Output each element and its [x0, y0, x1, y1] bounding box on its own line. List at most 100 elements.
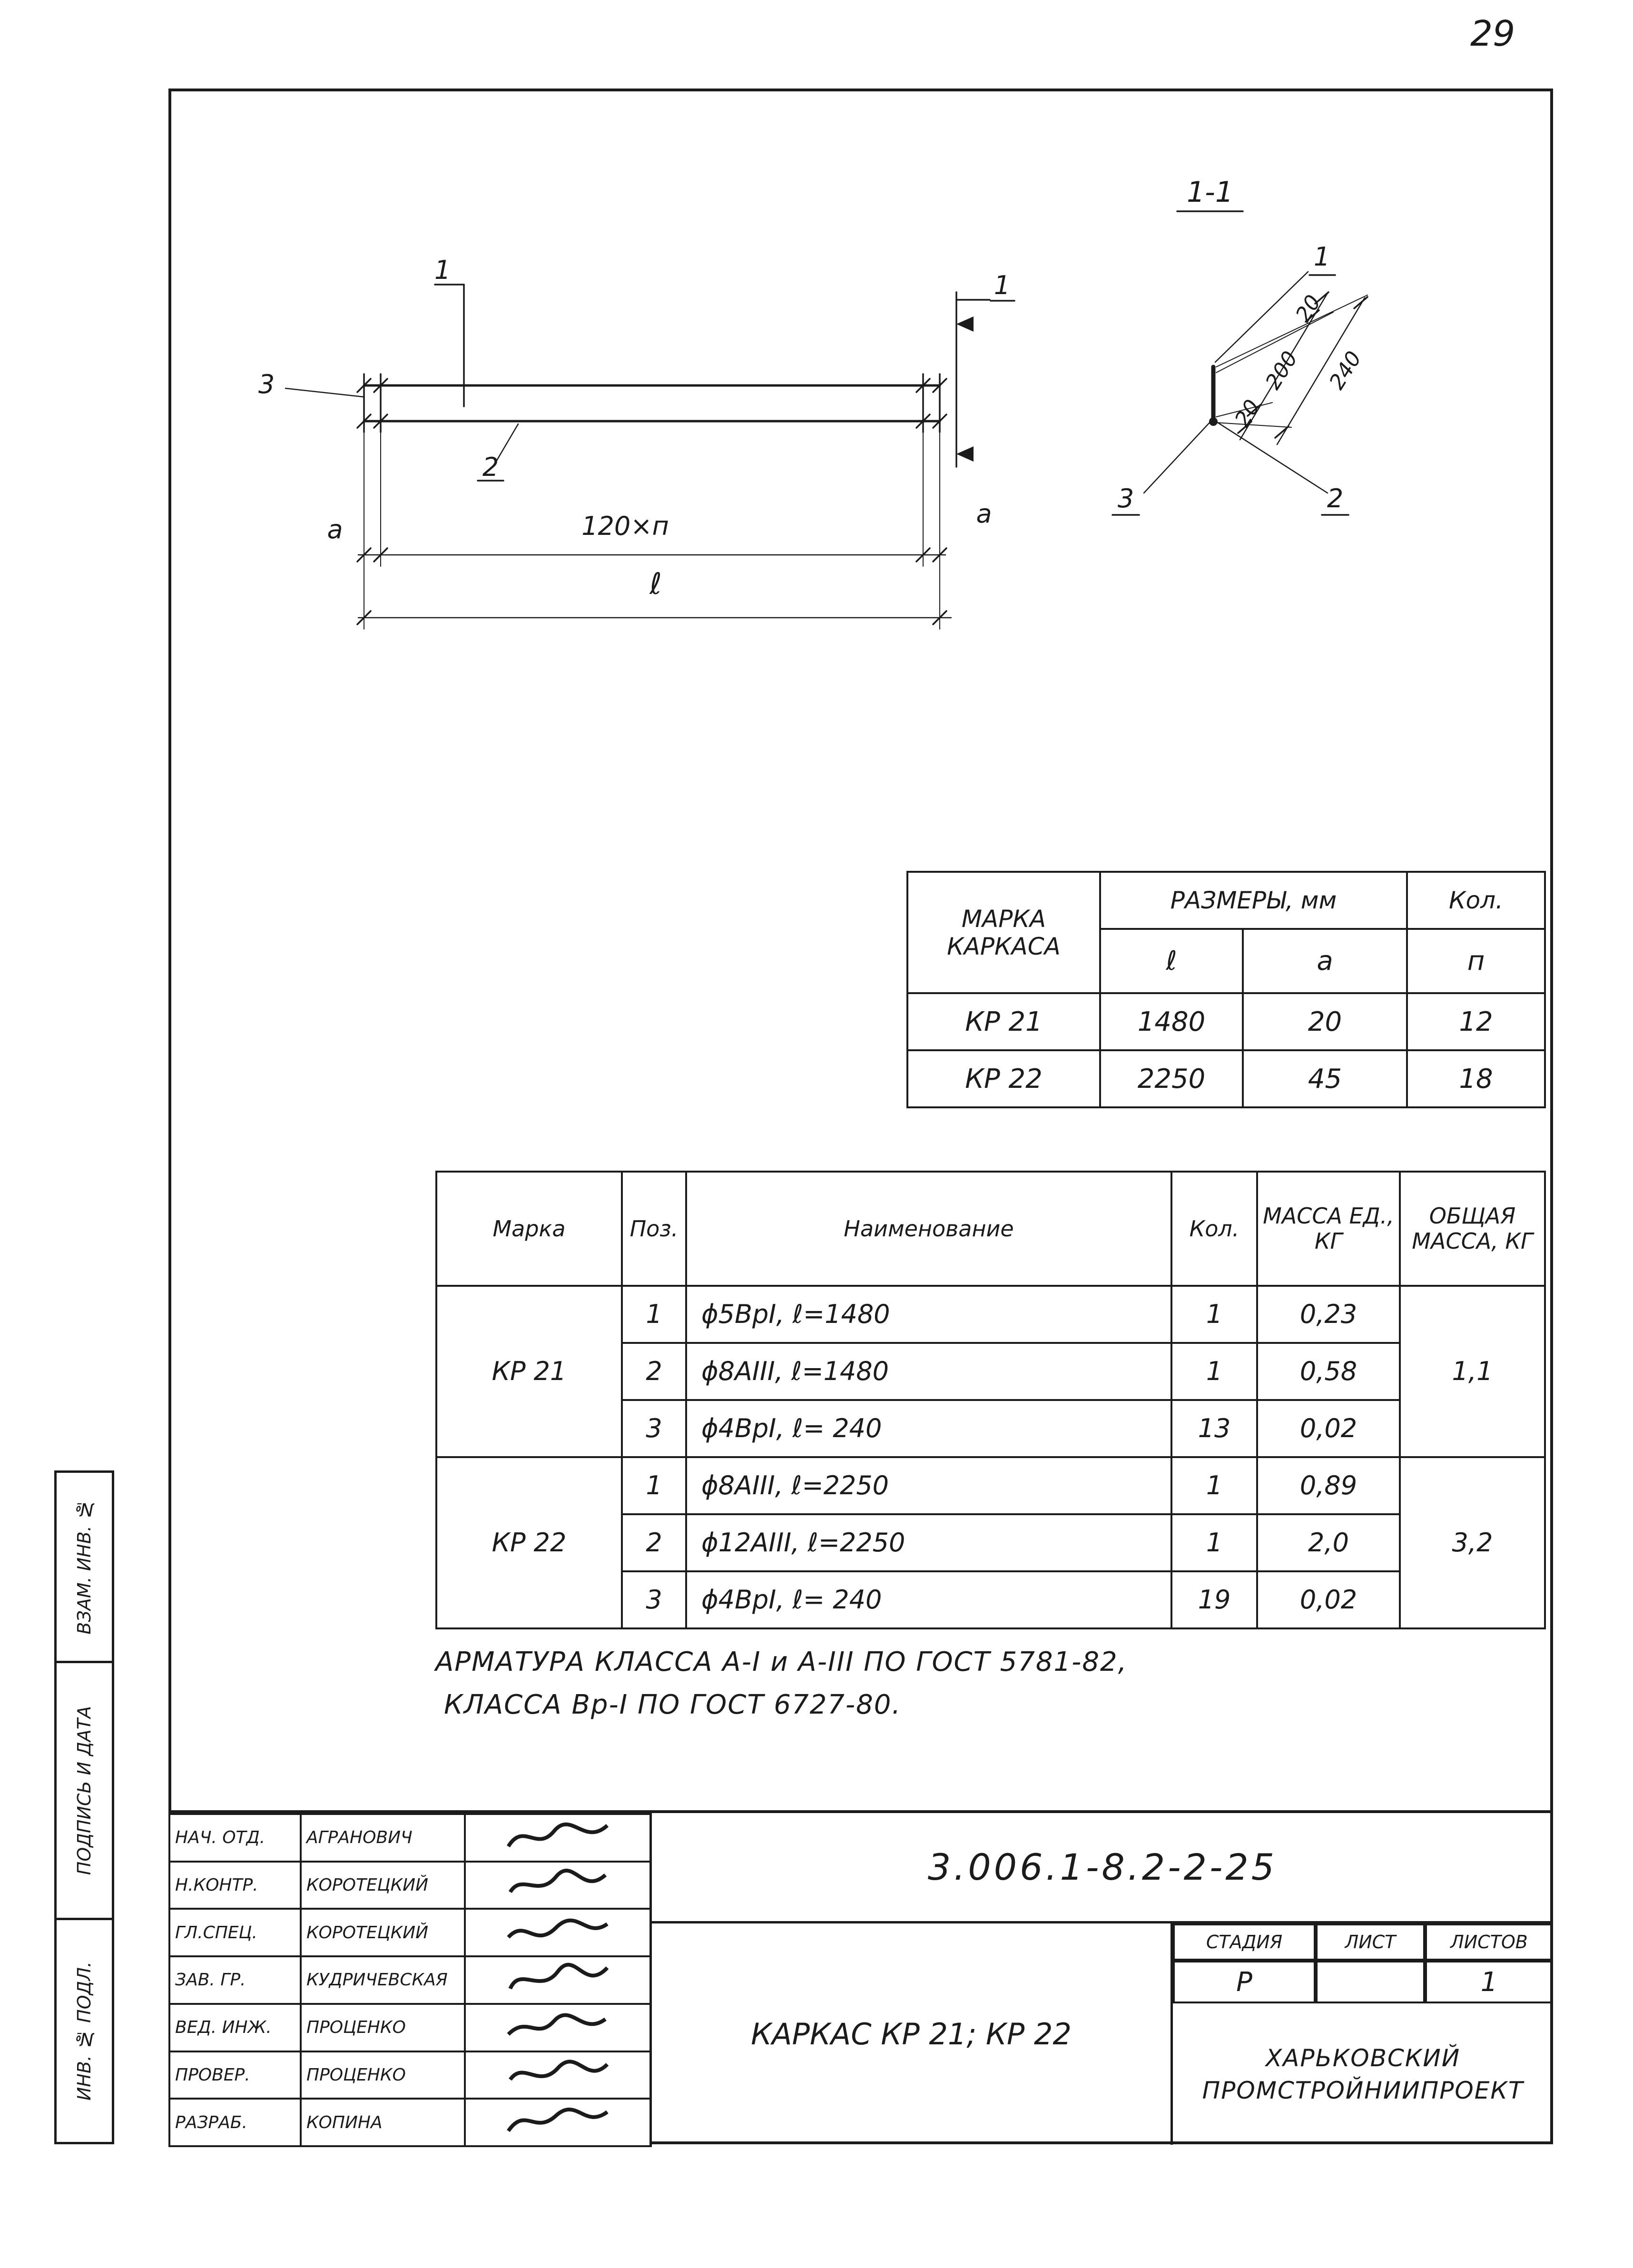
role-label: ГЛ.СПЕЦ. — [168, 1908, 302, 1958]
size-table-header-row-1: МАРКА КАРКАСА РАЗМЕРЫ, мм Кол. — [906, 871, 1546, 994]
cell-kol: 13 — [1171, 1399, 1258, 1458]
stage-grid: СТАДИЯ ЛИСТ ЛИСТОВ Р 1 — [1173, 1923, 1553, 2003]
role-row: ЗАВ. ГР. КУДРИЧЕВСКАЯ — [168, 1955, 651, 2005]
signature-squiggle — [506, 1822, 609, 1848]
section-dim-mid: 200 — [1261, 347, 1303, 394]
spec-table-row: 3 ϕ4ВрI, ℓ= 240 13 0,02 — [436, 1399, 1545, 1458]
cell-naim: ϕ12АIII, ℓ=2250 — [685, 1513, 1172, 1572]
plan-cut-label-left: 1 — [434, 255, 451, 285]
signature-squiggle — [507, 2013, 607, 2036]
size-table-row: КР 21 1480 20 12 — [906, 992, 1546, 1051]
role-label: ВЕД. ИНЖ. — [168, 2002, 302, 2052]
plan-dim-a-right: a — [976, 499, 992, 529]
signature-squiggle — [508, 2060, 609, 2081]
title-block: НАЧ. ОТД. АГРАНОВИЧ Н.КОНТР. КОРОТЕЦКИЙ … — [168, 1810, 1553, 2147]
cell-total: 3,2 — [1399, 1456, 1546, 1629]
cell-kol: 1 — [1171, 1285, 1258, 1344]
cell-poz: 1 — [621, 1285, 687, 1344]
size-col-n: п — [1406, 928, 1546, 994]
stamp-vzam-inv-label: ВЗАМ. ИНВ. № — [74, 1499, 95, 1635]
title-block-bottom: КАРКАС КР 21; КР 22 СТАДИЯ ЛИСТ ЛИСТОВ Р… — [652, 1923, 1553, 2145]
cell-naim: ϕ4ВрI, ℓ= 240 — [685, 1399, 1172, 1458]
plan-label-3: 3 — [258, 369, 275, 399]
role-label: РАЗРАБ. — [168, 2098, 302, 2147]
size-col-l: ℓ — [1099, 928, 1244, 994]
role-row: НАЧ. ОТД. АГРАНОВИЧ — [168, 1813, 651, 1863]
cell-massa: 0,89 — [1256, 1456, 1401, 1515]
sheet-label: ЛИСТ — [1316, 1923, 1425, 1961]
signature-squiggle — [506, 2108, 609, 2132]
size-col-kol: Кол. — [1406, 871, 1546, 930]
cell-poz: 3 — [621, 1399, 687, 1458]
reinforcement-note: АРМАТУРА КЛАССА А-I и А-III ПО ГОСТ 5781… — [435, 1641, 1549, 1726]
stamp-inv-podl: ИНВ. № ПОДЛ. — [54, 1918, 114, 2144]
cell-massa: 0,02 — [1256, 1570, 1401, 1629]
spec-col-naim: Наименование — [685, 1171, 1172, 1287]
cell-massa: 0,02 — [1256, 1399, 1401, 1458]
cell-naim: ϕ4ВрI, ℓ= 240 — [685, 1570, 1172, 1629]
role-name: КОПИНА — [300, 2098, 466, 2147]
spec-col-marka: Марка — [435, 1171, 623, 1287]
role-row: РАЗРАБ. КОПИНА — [168, 2098, 651, 2147]
section-arrow-top — [956, 316, 974, 332]
plan-cut-label-right: 1 — [994, 270, 1010, 300]
spec-table: Марка Поз. Наименование Кол. МАССА ЕД., … — [435, 1171, 1546, 1629]
size-table: МАРКА КАРКАСА РАЗМЕРЫ, мм Кол. ℓ а п КР … — [906, 871, 1546, 1108]
cell-a: 45 — [1241, 1049, 1408, 1108]
spec-col-poz: Поз. — [621, 1171, 687, 1287]
stamp-inv-podl-label: ИНВ. № ПОДЛ. — [74, 1961, 95, 2101]
plan-label-2: 2 — [482, 452, 499, 482]
organization-line-2: ПРОМСТРОЙНИИПРОЕКТ — [1202, 2076, 1524, 2104]
sheet-frame — [168, 89, 1553, 2144]
document-number: 3.006.1-8.2-2-25 — [652, 1813, 1553, 1923]
cell-marka: КР 21 — [435, 1285, 623, 1458]
signature-cell — [464, 1860, 651, 1910]
organization-line-1: ХАРЬКОВСКИЙ — [1265, 2044, 1461, 2072]
size-table-row: КР 22 2250 45 18 — [906, 1049, 1546, 1108]
signature-cell — [464, 2098, 651, 2147]
role-name: АГРАНОВИЧ — [300, 1813, 466, 1863]
stamp-podpis-data: ПОДПИСЬ И ДАТА — [54, 1661, 114, 1920]
cell-naim: ϕ8АIII, ℓ=2250 — [685, 1456, 1172, 1515]
title-block-right: СТАДИЯ ЛИСТ ЛИСТОВ Р 1 ХАРЬКОВСКИЙ ПРОМС… — [1173, 1923, 1553, 2145]
stage-label: СТАДИЯ — [1173, 1923, 1316, 1961]
plan-dim-length: ℓ — [649, 566, 662, 601]
signature-cell — [464, 2050, 651, 2100]
cell-marka: КР 22 — [435, 1456, 623, 1629]
signature-squiggle — [508, 1868, 607, 1893]
signature-squiggle — [508, 1962, 609, 1990]
note-line-2: КЛАССА Вр-I ПО ГОСТ 6727-80. — [444, 1689, 902, 1720]
bar-cross-section-dot — [1209, 417, 1218, 426]
plan-dim-a-left: a — [327, 514, 343, 544]
size-col-razmery: РАЗМЕРЫ, мм — [1099, 871, 1408, 930]
spec-col-massa: МАССА ЕД., КГ — [1256, 1171, 1401, 1287]
note-line-1: АРМАТУРА КЛАССА А-I и А-III ПО ГОСТ 5781… — [435, 1647, 1128, 1677]
role-label: ЗАВ. ГР. — [168, 1955, 302, 2005]
role-name: КУДРИЧЕВСКАЯ — [300, 1955, 466, 2005]
title-block-roles: НАЧ. ОТД. АГРАНОВИЧ Н.КОНТР. КОРОТЕЦКИЙ … — [168, 1813, 651, 2147]
cage-drawing: 1 1 3 2 a a 120×п ℓ 1-1 1 2 3 20 200 20 … — [258, 176, 1368, 630]
stamp-vzam-inv: ВЗАМ. ИНВ. № — [54, 1470, 114, 1663]
role-row: ГЛ.СПЕЦ. КОРОТЕЦКИЙ — [168, 1908, 651, 1958]
cell-n: 12 — [1406, 992, 1546, 1051]
cell-poz: 2 — [621, 1513, 687, 1572]
title-block-main: 3.006.1-8.2-2-25 КАРКАС КР 21; КР 22 СТА… — [649, 1813, 1553, 2147]
cell-marka: КР 22 — [906, 1049, 1101, 1108]
drawing-title: КАРКАС КР 21; КР 22 — [652, 1923, 1173, 2145]
cell-massa: 0,23 — [1256, 1285, 1401, 1344]
spec-col-kol: Кол. — [1171, 1171, 1258, 1287]
section-view-title: 1-1 — [1187, 176, 1233, 209]
sheets-value: 1 — [1425, 1961, 1553, 2003]
section-label-2: 2 — [1327, 483, 1343, 513]
sheet-value — [1316, 1961, 1425, 2003]
spec-table-row: КР 21 1 ϕ5ВрI, ℓ=1480 1 0,23 1,1 — [435, 1285, 1546, 1458]
cell-marka: КР 21 — [906, 992, 1101, 1051]
spec-table-row: КР 22 1 ϕ8АIII, ℓ=2250 1 0,89 3,2 — [435, 1456, 1546, 1629]
role-label: Н.КОНТР. — [168, 1860, 302, 1910]
cell-total: 1,1 — [1399, 1285, 1546, 1458]
role-row: ПРОВЕР. ПРОЦЕНКО — [168, 2050, 651, 2100]
cell-l: 2250 — [1099, 1049, 1244, 1108]
role-row: Н.КОНТР. КОРОТЕЦКИЙ — [168, 1860, 651, 1910]
cell-l: 1480 — [1099, 992, 1244, 1051]
role-row: ВЕД. ИНЖ. ПРОЦЕНКО — [168, 2002, 651, 2052]
